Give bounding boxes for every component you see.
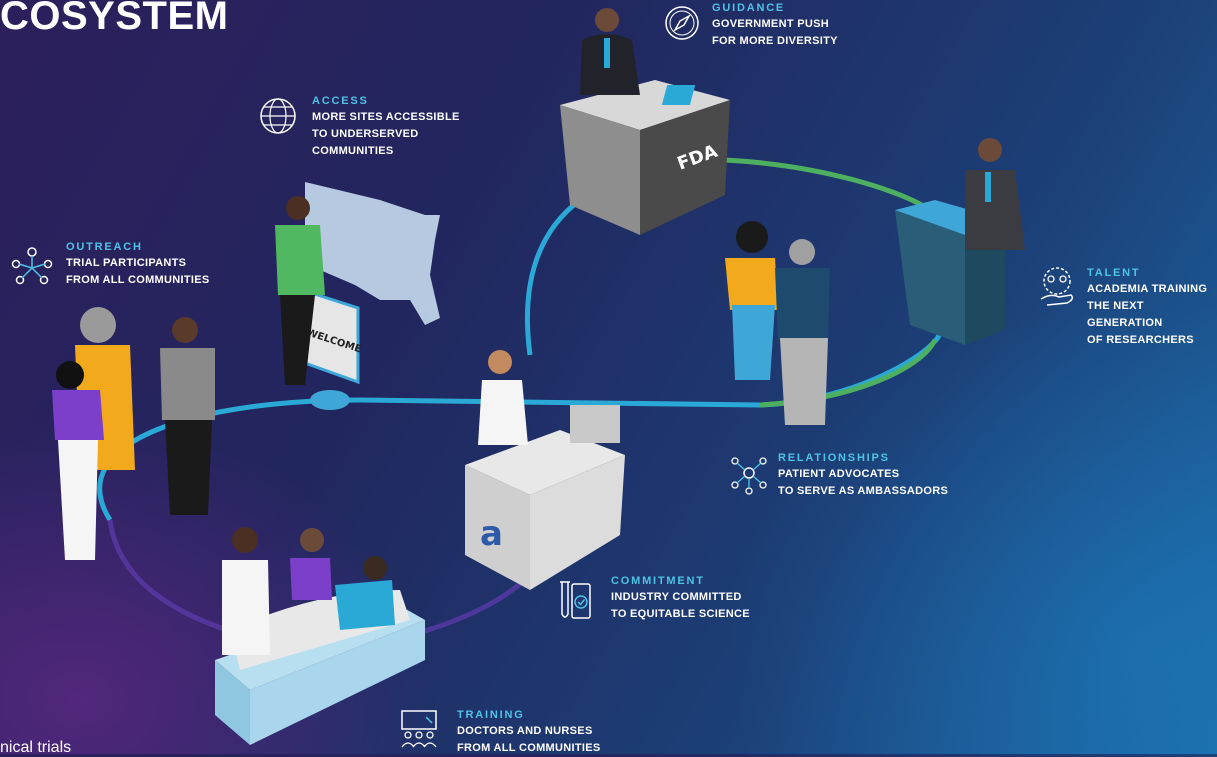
label-outreach: OUTREACH TRIAL PARTICIPANTS FROM ALL COM… <box>66 241 210 289</box>
guidance-line: FOR MORE DIVERSITY <box>712 35 838 47</box>
teacher-icon <box>398 709 440 754</box>
label-access: ACCESS MORE SITES ACCESSIBLE TO UNDERSER… <box>312 95 460 160</box>
guidance-line: GOVERNMENT PUSH <box>712 18 829 30</box>
fda-official <box>580 8 640 95</box>
commitment-heading: COMMITMENT <box>611 575 705 587</box>
access-line: MORE SITES ACCESSIBLE <box>312 111 460 123</box>
lab-desk: a <box>465 405 625 590</box>
talent-line: ACADEMIA TRAINING <box>1087 283 1208 295</box>
podium <box>895 200 1005 345</box>
commitment-line: INDUSTRY COMMITTED <box>611 591 742 603</box>
outreach-group <box>52 307 215 560</box>
relationships-line: TO SERVE AS AMBASSADORS <box>778 485 949 497</box>
commitment-line: TO EQUITABLE SCIENCE <box>611 608 750 620</box>
scientist <box>478 350 528 445</box>
abbott-logo: a <box>480 514 503 554</box>
fda-desk: FDA <box>560 80 730 235</box>
outreach-heading: OUTREACH <box>66 241 143 253</box>
label-training: TRAINING DOCTORS AND NURSES FROM ALL COM… <box>457 709 601 757</box>
speaker <box>965 138 1025 250</box>
footnote-text: nical trials <box>0 739 72 756</box>
access-line: TO UNDERSERVED <box>312 128 419 140</box>
doctor <box>222 527 270 655</box>
label-guidance: GUIDANCE GOVERNMENT PUSH FOR MORE DIVERS… <box>712 2 838 50</box>
label-talent: TALENT ACADEMIA TRAINING THE NEXT GENERA… <box>1087 267 1217 349</box>
compass-icon <box>663 4 701 47</box>
hand-people-icon <box>1037 265 1077 312</box>
relationships-line: PATIENT ADVOCATES <box>778 468 900 480</box>
test-tube-check-icon <box>554 578 594 627</box>
usa-map <box>305 182 440 325</box>
page-title: COSYSTEM <box>0 0 229 38</box>
training-heading: TRAINING <box>457 709 525 721</box>
people-network-icon <box>10 244 54 291</box>
patient-advocates <box>725 221 830 425</box>
outreach-line: TRIAL PARTICIPANTS <box>66 257 187 269</box>
talent-line: OF RESEARCHERS <box>1087 334 1194 346</box>
ecosystem-path-green <box>724 157 932 213</box>
training-line: DOCTORS AND NURSES <box>457 725 593 737</box>
label-relationships: RELATIONSHIPS PATIENT ADVOCATES TO SERVE… <box>778 452 948 500</box>
ecosystem-path-upper <box>525 198 582 356</box>
talent-heading: TALENT <box>1087 267 1141 279</box>
access-line: COMMUNITIES <box>312 145 394 157</box>
relationships-heading: RELATIONSHIPS <box>778 452 890 464</box>
patient <box>335 556 395 630</box>
access-heading: ACCESS <box>312 95 369 107</box>
outreach-line: FROM ALL COMMUNITIES <box>66 274 210 286</box>
guidance-heading: GUIDANCE <box>712 2 786 14</box>
talent-line: THE NEXT GENERATION <box>1087 300 1163 329</box>
network-icon <box>729 453 769 500</box>
access-woman <box>275 196 325 385</box>
label-commitment: COMMITMENT INDUSTRY COMMITTED TO EQUITAB… <box>611 575 750 623</box>
globe-icon <box>258 96 298 141</box>
nurse <box>290 528 332 600</box>
training-line: FROM ALL COMMUNITIES <box>457 742 601 754</box>
